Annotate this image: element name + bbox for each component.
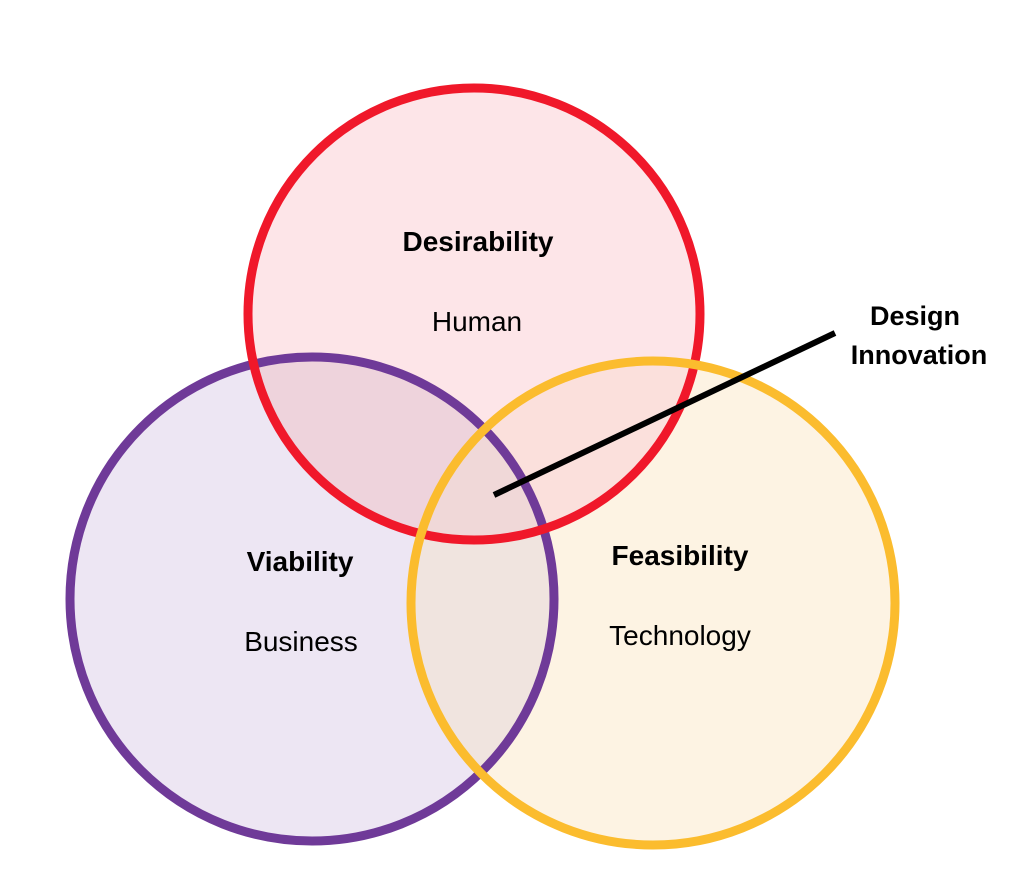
viability-title: Viability bbox=[247, 546, 354, 577]
callout-label-line2: Innovation bbox=[851, 340, 988, 370]
callout-pointer-line bbox=[492, 330, 837, 498]
callout-label-line1: Design bbox=[870, 301, 960, 331]
desirability-feasibility-overlap bbox=[411, 361, 700, 540]
viability-subtitle: Business bbox=[244, 626, 358, 657]
viability-circle-outline bbox=[65, 352, 559, 846]
desirability-title: Desirability bbox=[403, 226, 554, 257]
feasibility-circle-outline bbox=[406, 356, 900, 850]
feasibility-title: Feasibility bbox=[612, 540, 749, 571]
desirability-circle-outline bbox=[243, 83, 705, 545]
feasibility-subtitle: Technology bbox=[609, 620, 751, 651]
desirability-viability-overlap bbox=[248, 357, 554, 540]
desirability-subtitle: Human bbox=[432, 306, 522, 337]
